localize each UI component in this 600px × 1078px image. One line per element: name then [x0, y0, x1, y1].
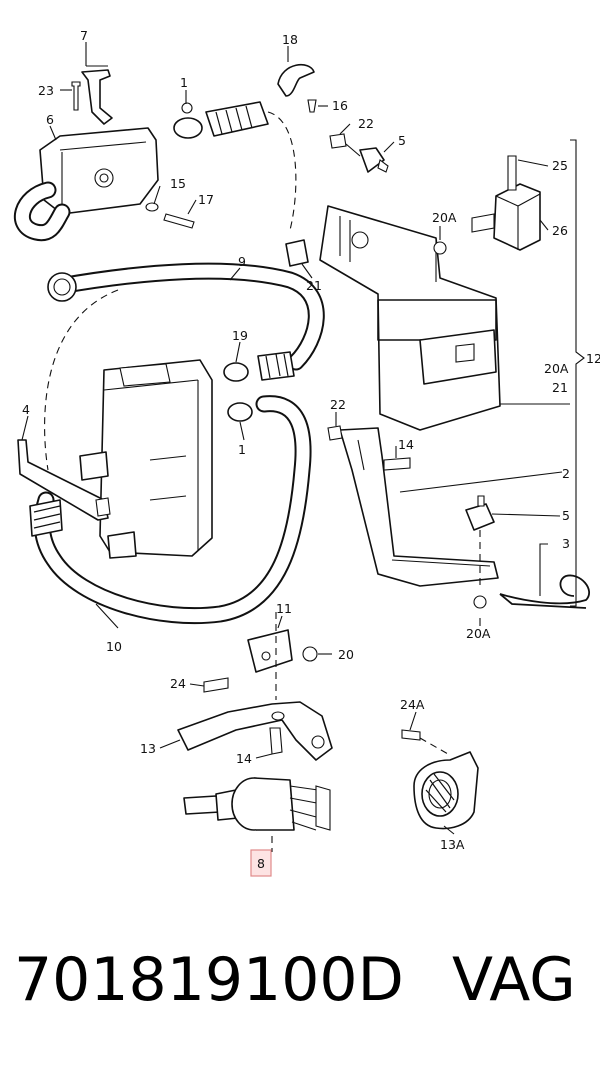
callout-20: 20: [338, 647, 354, 662]
dash-hose-left: [44, 289, 119, 471]
sensor-5-mid: [465, 495, 495, 590]
callout-24: 24: [170, 676, 186, 691]
clamp-1-mid: [227, 402, 253, 422]
mounting-bracket-21: [319, 205, 501, 431]
clip-18: [277, 63, 317, 113]
bracket-11: [247, 629, 293, 673]
hose-10: [29, 395, 312, 625]
bolt-14-mid: [383, 457, 411, 471]
heater-unit-6: [13, 127, 159, 242]
callout-14-mid: 14: [398, 437, 414, 452]
callout-16: 16: [332, 98, 348, 113]
callout-21-right: 21: [552, 380, 568, 395]
callout-20a-low: 20A: [466, 626, 491, 641]
callout-11: 11: [276, 601, 292, 616]
coolant-hose-9: [47, 262, 325, 371]
callout-5-top: 5: [398, 133, 406, 148]
highlighted-part-label: 8: [250, 849, 272, 877]
callout-19: 19: [232, 328, 248, 343]
valve-26: [471, 155, 541, 251]
callout-12: 12: [586, 351, 600, 366]
bracket-7: [81, 56, 113, 125]
callout-3: 3: [562, 536, 570, 551]
clip-3: [499, 574, 590, 609]
callout-9: 9: [238, 254, 246, 269]
part-number: 701819100D: [14, 945, 404, 1015]
callout-13a: 13A: [440, 837, 465, 852]
bracket-13: [177, 701, 333, 761]
callout-22-top: 22: [358, 116, 374, 131]
callout-6: 6: [46, 112, 54, 127]
sensor-5-top: [359, 147, 389, 173]
callout-15: 15: [170, 176, 186, 191]
bolt-23: [71, 81, 81, 111]
callout-2: 2: [562, 466, 570, 481]
callout-1-mid: 1: [238, 442, 246, 457]
corrugated-hose-top: [205, 101, 297, 231]
heater-body: [79, 359, 213, 559]
callout-1-top: 1: [180, 75, 188, 90]
callout-8: 8: [257, 856, 265, 871]
bolt-22-top: [329, 133, 361, 157]
leader-lines: [21, 42, 585, 835]
callout-labels: 7 23 6 1 18 16 22 5 15 17 25 20A 26 9 21…: [22, 28, 600, 852]
bolt-22-mid: [327, 425, 343, 441]
washer-15: [145, 202, 159, 212]
callout-14-low: 14: [236, 751, 252, 766]
callout-5-mid: 5: [562, 508, 570, 523]
callout-20a-right: 20A: [544, 361, 569, 376]
callout-4: 4: [22, 402, 30, 417]
callout-26: 26: [552, 223, 568, 238]
clamp-19: [223, 362, 249, 382]
callout-24a: 24A: [400, 697, 425, 712]
callout-20a-top: 20A: [432, 210, 457, 225]
bracket-4: [17, 439, 111, 521]
mount-13a: [413, 751, 479, 830]
brand-name: VAG: [452, 945, 576, 1015]
callout-25: 25: [552, 158, 568, 173]
callout-23: 23: [38, 83, 54, 98]
corrugated-hose-mid: [257, 351, 295, 381]
bolt-24a: [401, 729, 449, 755]
callout-21-top: 21: [306, 278, 322, 293]
callout-22-mid: 22: [330, 397, 346, 412]
callout-18: 18: [282, 32, 298, 47]
nut-20a-top: [433, 241, 447, 255]
callout-10: 10: [106, 639, 122, 654]
parts-diagram: 7 23 6 1 18 16 22 5 15 17 25 20A 26 9 21…: [13, 28, 600, 877]
callout-17: 17: [198, 192, 214, 207]
clip-21-small: [285, 239, 309, 267]
callout-13: 13: [140, 741, 156, 756]
nut-20a-mid: [473, 595, 487, 609]
clamp-1-top: [173, 102, 203, 139]
bolt-14-low: [269, 727, 283, 755]
fuel-pump-8: [183, 777, 331, 831]
callout-7: 7: [80, 28, 88, 43]
bolt-17: [163, 213, 195, 229]
nut-20: [302, 646, 318, 662]
bolt-24: [203, 677, 229, 693]
bracket-2: [339, 427, 499, 587]
